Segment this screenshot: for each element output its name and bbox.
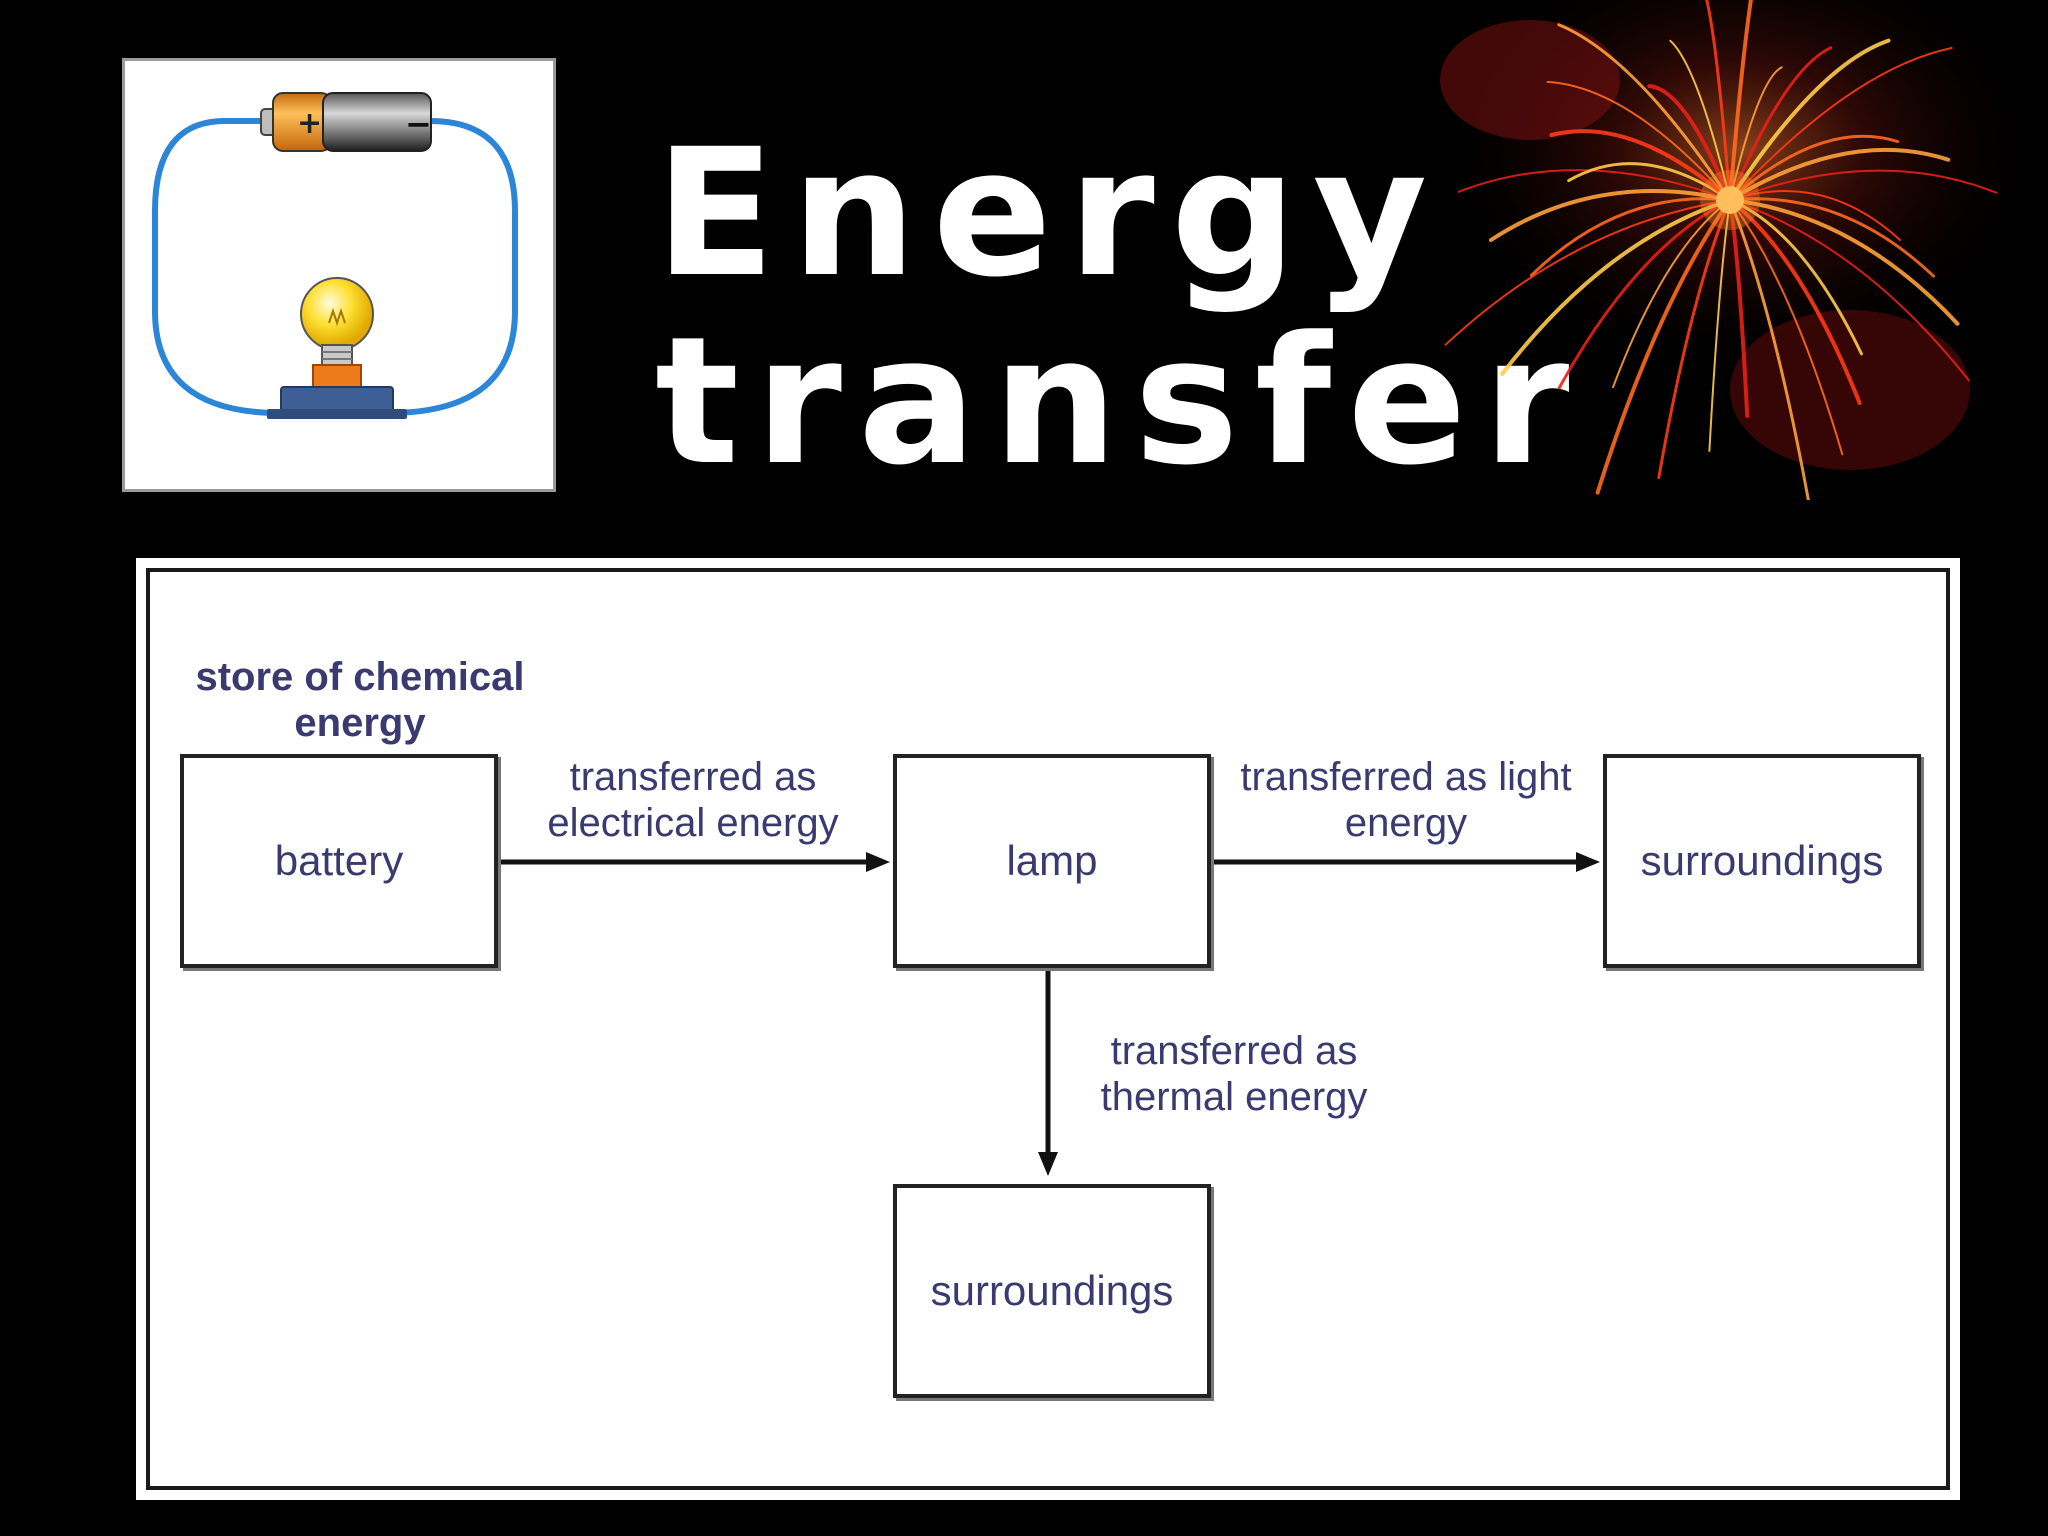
firework-streak — [1728, 134, 1899, 202]
firework-streak — [1729, 47, 1953, 201]
firework-streak — [1729, 66, 1783, 201]
battery-box-label: battery — [274, 837, 404, 884]
firework-streak — [1728, 198, 1750, 418]
firework-streak — [1728, 0, 1753, 202]
lamp-box: lamp — [893, 754, 1211, 968]
lamp-box-label: lamp — [1006, 837, 1098, 884]
surroundings-light-box-label: surroundings — [1640, 837, 1884, 884]
firework-streak — [1728, 198, 1960, 326]
firework-streak — [1489, 189, 1732, 242]
firework-streak — [1729, 169, 1998, 201]
surroundings-light-box: surroundings — [1603, 754, 1921, 968]
firework-streak — [1546, 80, 1731, 201]
firework-streak — [1444, 199, 1731, 346]
slide-title: Energy transfer — [655, 120, 1585, 496]
firework-streak — [1729, 190, 1901, 241]
firework-streak — [1728, 198, 1862, 405]
arrowhead-lamp-to-surroundings — [1576, 852, 1600, 872]
firework-streak — [1657, 198, 1732, 480]
firework-streak — [1549, 129, 1732, 202]
circuit-illustration: + − — [122, 58, 556, 492]
firework-streak — [1567, 162, 1732, 202]
svg-text:+: + — [297, 106, 322, 141]
circuit-icon: + − — [152, 92, 518, 419]
firework-streak — [1728, 147, 1951, 202]
firework-streak — [1728, 46, 1833, 202]
firework-streak — [1728, 38, 1891, 202]
fireworks-image — [1430, 0, 2048, 500]
title-line-2: transfer — [655, 299, 1586, 504]
energy-transfer-diagram: store of chemical energy battery lamp su… — [136, 558, 1960, 1500]
light-energy-label: transferred as light energy — [1240, 755, 1572, 845]
title-line-1: Energy — [655, 111, 1444, 316]
diagram-arrows — [496, 852, 1600, 1176]
firework-streak — [1728, 197, 1935, 278]
arrowhead-battery-to-lamp — [866, 852, 890, 872]
firework-streak — [1529, 197, 1732, 277]
firework-streak — [1705, 0, 1732, 202]
firework-streak — [1557, 198, 1732, 390]
firework-streak — [1729, 199, 1844, 456]
firework-streak — [1669, 39, 1731, 201]
svg-text:−: − — [405, 105, 432, 143]
firework-streak — [1500, 198, 1732, 376]
firework-streak — [1729, 199, 1970, 382]
firework-streak — [1647, 84, 1732, 202]
battery-box: battery — [180, 754, 498, 968]
arrowhead-lamp-to-surroundings-thermal — [1038, 1152, 1058, 1176]
store-of-chemical-energy-label: store of chemical energy — [195, 655, 525, 745]
fireworks-decoration — [1410, 0, 2048, 500]
electrical-energy-label: transferred as electrical energy — [547, 755, 839, 845]
thermal-energy-label: transferred as thermal energy — [1100, 1029, 1368, 1119]
surroundings-thermal-box-label: surroundings — [930, 1267, 1174, 1314]
firework-streak — [1728, 198, 1810, 500]
firework-streak — [1708, 199, 1731, 452]
surroundings-thermal-box: surroundings — [893, 1184, 1211, 1398]
firework-streak — [1612, 199, 1731, 389]
firework-streak — [1728, 198, 1863, 356]
firework-streak — [1595, 198, 1732, 495]
firework-streak — [1557, 23, 1732, 202]
